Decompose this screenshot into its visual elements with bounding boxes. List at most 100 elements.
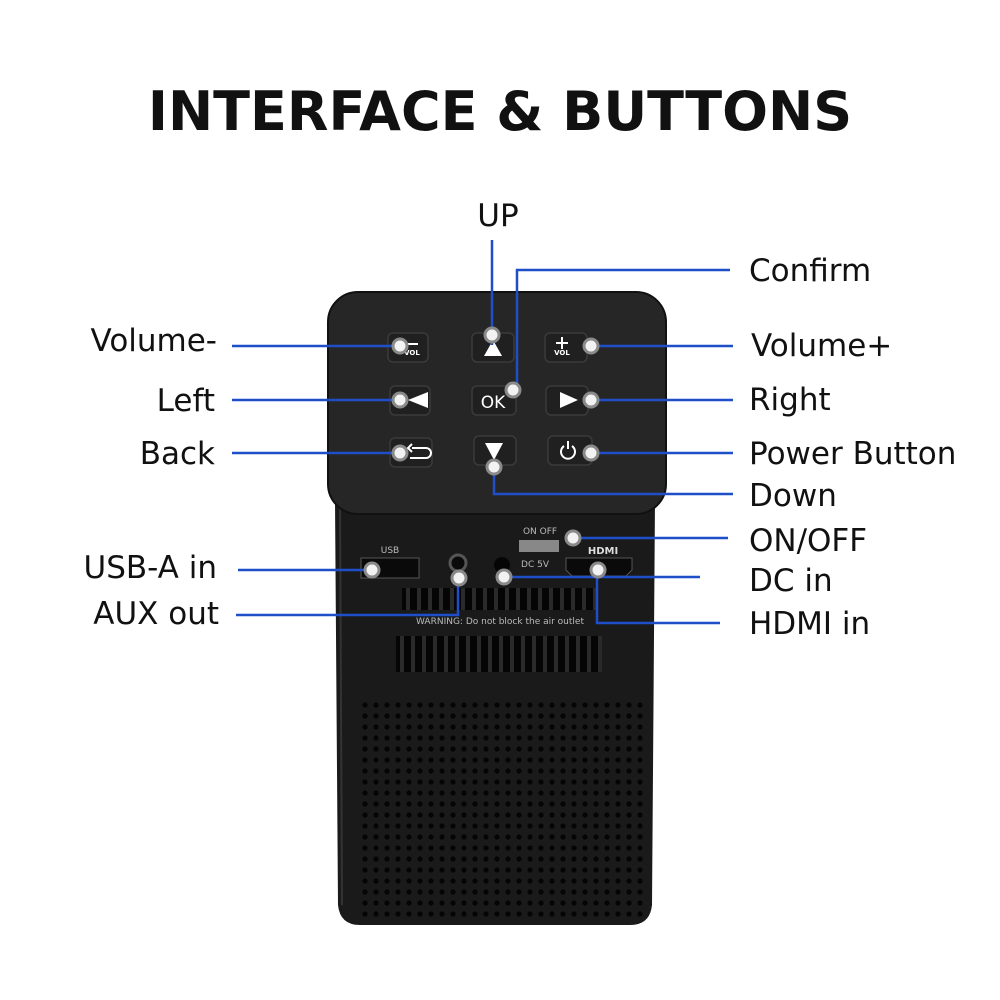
speaker-hole xyxy=(527,779,533,785)
label-volume-plus: Volume+ xyxy=(751,328,892,364)
speaker-hole xyxy=(450,746,456,752)
speaker-hole xyxy=(593,867,599,873)
speaker-hole xyxy=(549,702,555,708)
speaker-hole xyxy=(560,900,566,906)
speaker-hole xyxy=(582,867,588,873)
speaker-hole xyxy=(439,911,445,917)
speaker-hole xyxy=(395,867,401,873)
speaker-hole xyxy=(527,757,533,763)
speaker-hole xyxy=(582,856,588,862)
speaker-hole xyxy=(571,757,577,763)
projector-device: WARNING: Do not block the air outlet VOL… xyxy=(327,291,667,925)
speaker-hole xyxy=(483,845,489,851)
speaker-hole xyxy=(494,746,500,752)
speaker-hole xyxy=(373,834,379,840)
speaker-hole xyxy=(615,746,621,752)
speaker-hole xyxy=(505,735,511,741)
on-off-switch[interactable] xyxy=(519,540,559,552)
speaker-hole xyxy=(461,900,467,906)
speaker-hole xyxy=(527,889,533,895)
speaker-hole xyxy=(593,823,599,829)
speaker-hole xyxy=(439,713,445,719)
speaker-hole xyxy=(384,757,390,763)
speaker-hole xyxy=(560,735,566,741)
speaker-hole xyxy=(362,856,368,862)
speaker-hole xyxy=(527,812,533,818)
speaker-hole xyxy=(373,801,379,807)
speaker-hole xyxy=(560,768,566,774)
speaker-hole xyxy=(560,779,566,785)
label-confirm: Confirm xyxy=(749,253,871,289)
speaker-hole xyxy=(439,823,445,829)
speaker-hole xyxy=(538,735,544,741)
speaker-hole xyxy=(395,823,401,829)
speaker-hole xyxy=(450,889,456,895)
speaker-hole xyxy=(384,823,390,829)
speaker-hole xyxy=(428,779,434,785)
speaker-hole xyxy=(362,801,368,807)
speaker-hole xyxy=(461,812,467,818)
speaker-hole xyxy=(505,867,511,873)
speaker-hole xyxy=(417,735,423,741)
speaker-hole xyxy=(582,702,588,708)
speaker-hole xyxy=(505,823,511,829)
speaker-hole xyxy=(615,790,621,796)
speaker-hole xyxy=(615,779,621,785)
speaker-hole xyxy=(439,856,445,862)
speaker-hole xyxy=(505,790,511,796)
speaker-hole xyxy=(604,713,610,719)
speaker-hole xyxy=(538,911,544,917)
speaker-hole xyxy=(571,713,577,719)
speaker-hole xyxy=(395,735,401,741)
speaker-hole xyxy=(483,900,489,906)
speaker-hole xyxy=(538,746,544,752)
speaker-hole xyxy=(384,845,390,851)
speaker-hole xyxy=(516,911,522,917)
speaker-hole xyxy=(461,911,467,917)
speaker-hole xyxy=(527,801,533,807)
speaker-hole xyxy=(626,867,632,873)
speaker-hole xyxy=(516,823,522,829)
label-back: Back xyxy=(140,436,215,472)
speaker-hole xyxy=(362,911,368,917)
speaker-hole xyxy=(637,812,643,818)
speaker-hole xyxy=(395,801,401,807)
speaker-hole xyxy=(516,889,522,895)
speaker-hole xyxy=(384,713,390,719)
speaker-hole xyxy=(604,845,610,851)
speaker-hole xyxy=(494,757,500,763)
speaker-hole xyxy=(395,900,401,906)
speaker-hole xyxy=(384,724,390,730)
speaker-hole xyxy=(626,735,632,741)
speaker-hole xyxy=(472,823,478,829)
speaker-hole xyxy=(560,790,566,796)
speaker-hole xyxy=(560,746,566,752)
speaker-hole xyxy=(549,735,555,741)
speaker-hole xyxy=(395,779,401,785)
speaker-hole xyxy=(604,724,610,730)
speaker-hole xyxy=(571,790,577,796)
speaker-hole xyxy=(384,856,390,862)
aux-port[interactable] xyxy=(448,553,468,573)
speaker-hole xyxy=(406,878,412,884)
speaker-hole xyxy=(472,779,478,785)
speaker-hole xyxy=(516,801,522,807)
speaker-hole xyxy=(472,724,478,730)
speaker-hole xyxy=(626,911,632,917)
speaker-hole xyxy=(549,801,555,807)
volume-plus-button[interactable] xyxy=(544,332,588,363)
speaker-hole xyxy=(637,702,643,708)
speaker-hole xyxy=(615,702,621,708)
speaker-hole xyxy=(615,889,621,895)
speaker-hole xyxy=(494,790,500,796)
speaker-hole xyxy=(406,812,412,818)
speaker-hole xyxy=(527,834,533,840)
speaker-hole xyxy=(417,856,423,862)
speaker-hole xyxy=(362,834,368,840)
speaker-hole xyxy=(373,746,379,752)
speaker-hole xyxy=(494,845,500,851)
ok-button[interactable] xyxy=(471,385,517,416)
speaker-hole xyxy=(604,801,610,807)
speaker-hole xyxy=(472,713,478,719)
speaker-hole xyxy=(494,856,500,862)
